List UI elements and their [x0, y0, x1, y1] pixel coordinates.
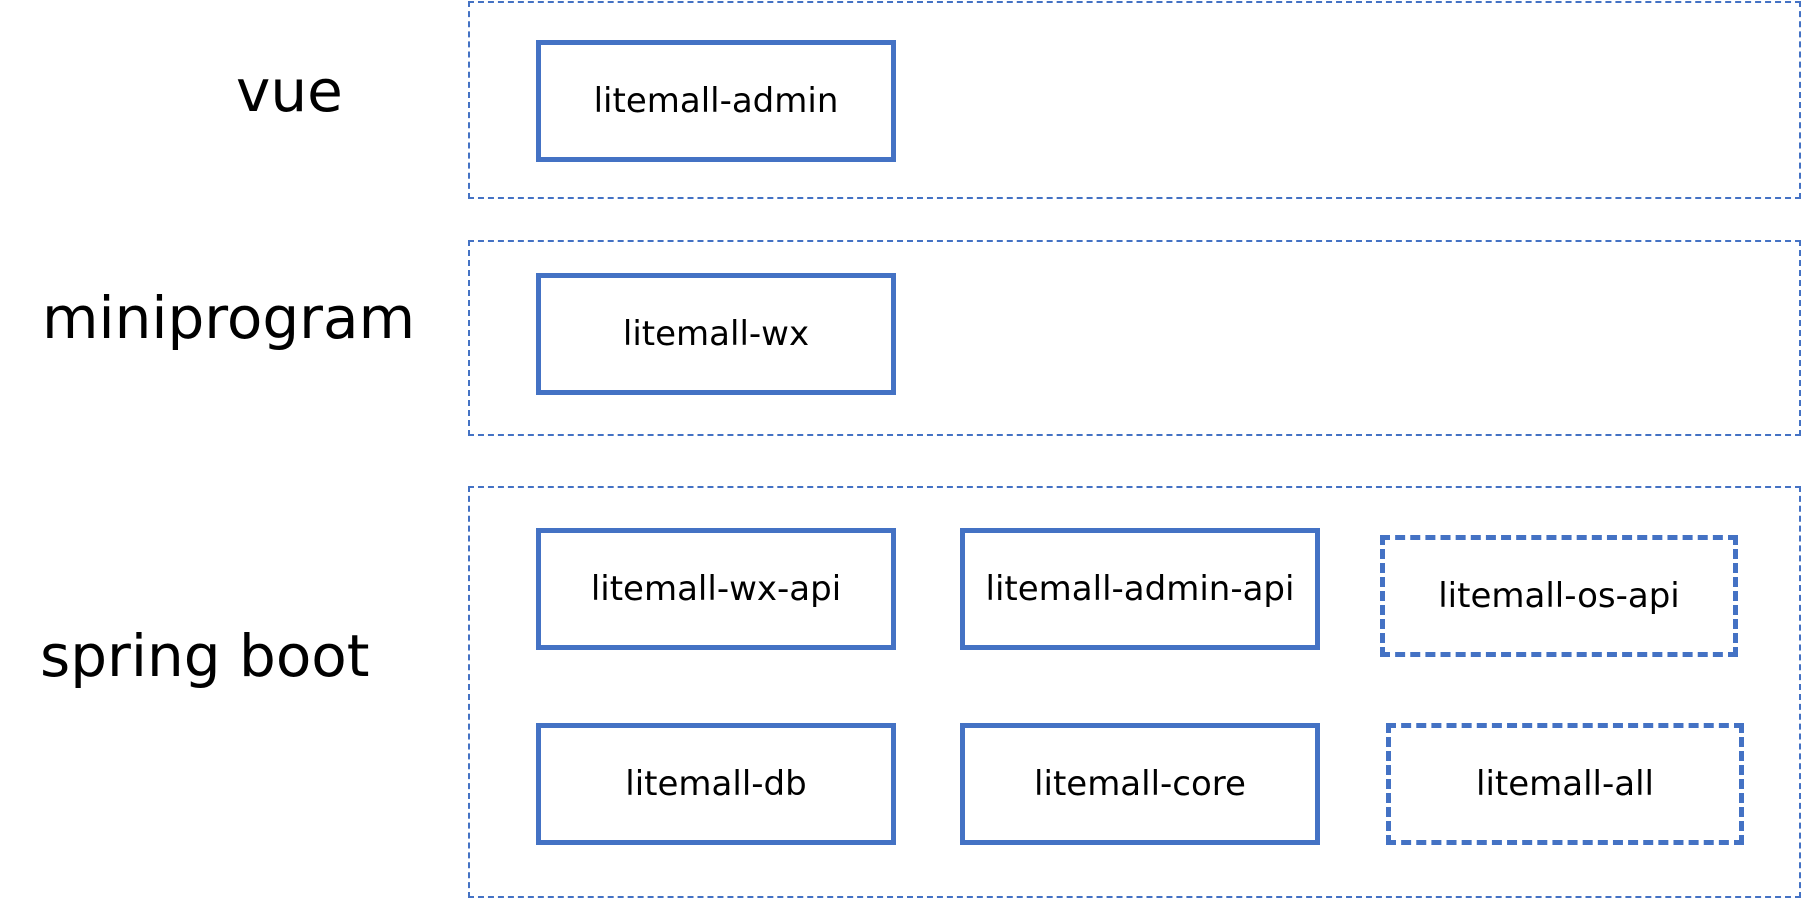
layer-frame-vue [468, 1, 1801, 199]
layer-frame-miniprogram [468, 240, 1801, 436]
layer-frame-spring-boot [468, 486, 1801, 898]
module-litemall-db: litemall-db [536, 723, 896, 845]
layer-label-miniprogram: miniprogram [42, 284, 416, 352]
module-litemall-all: litemall-all [1386, 723, 1744, 845]
module-litemall-wx-api: litemall-wx-api [536, 528, 896, 650]
module-litemall-admin: litemall-admin [536, 40, 896, 162]
module-litemall-core: litemall-core [960, 723, 1320, 845]
module-litemall-wx: litemall-wx [536, 273, 896, 395]
module-litemall-admin-api: litemall-admin-api [960, 528, 1320, 650]
module-litemall-os-api: litemall-os-api [1380, 535, 1738, 657]
layer-label-spring-boot: spring boot [40, 622, 370, 690]
layer-label-vue: vue [236, 57, 343, 125]
